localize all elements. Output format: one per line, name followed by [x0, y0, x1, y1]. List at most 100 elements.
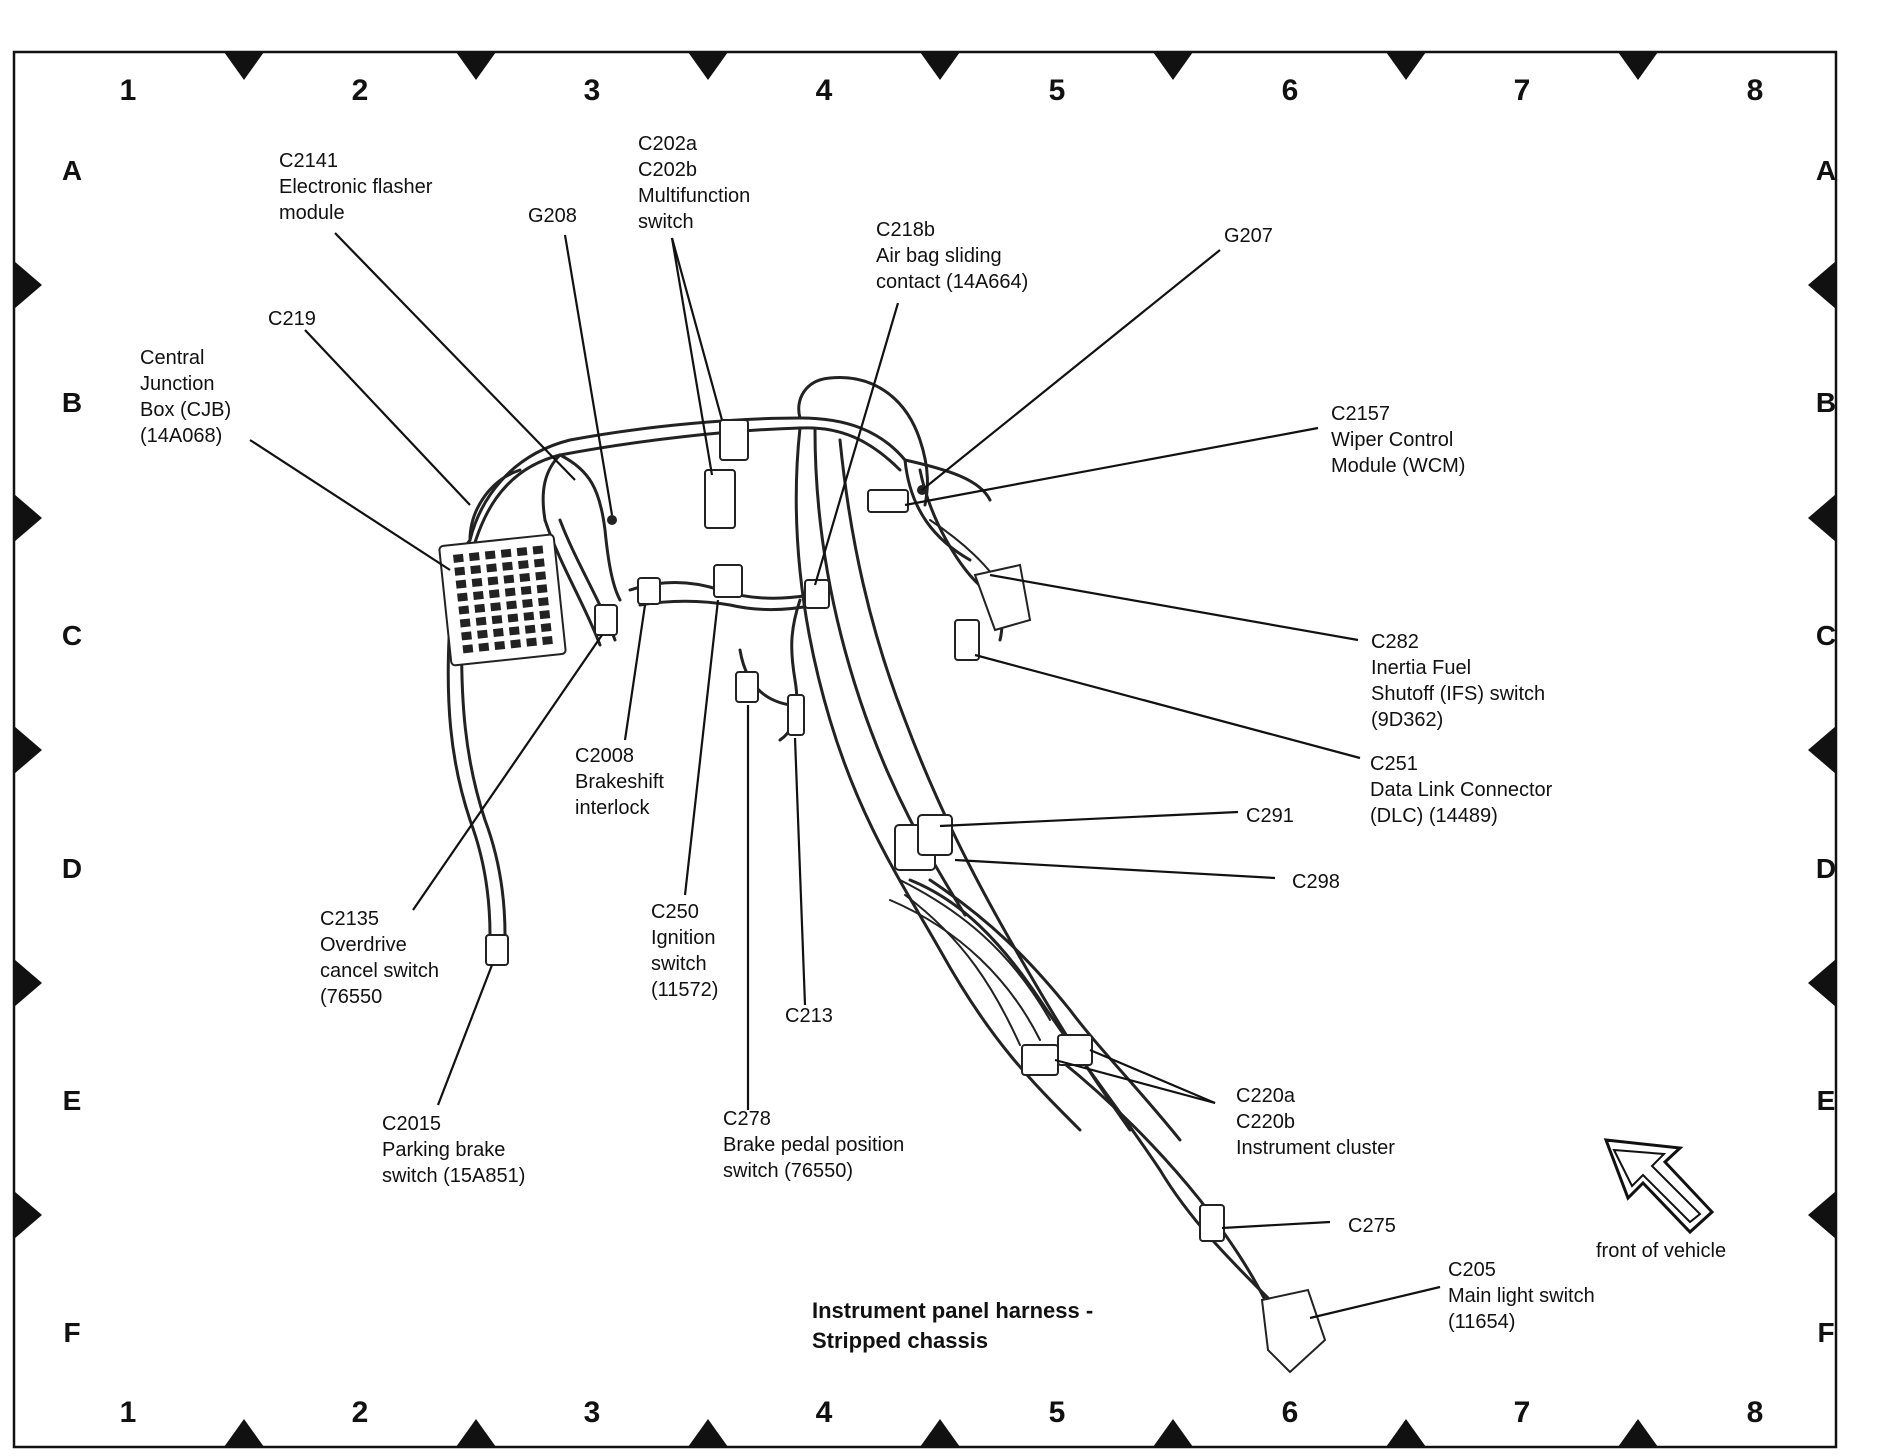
- grid-column-label-top: 5: [1049, 74, 1066, 107]
- label-g207: G207: [1224, 225, 1273, 247]
- wiring-harness: [446, 376, 1272, 1302]
- cjb-fuse: [494, 640, 506, 650]
- grid-column-label-top: 8: [1747, 74, 1764, 107]
- grid-marker-right: [1808, 959, 1836, 1007]
- cjb-fuse: [484, 550, 496, 560]
- cjb-fuse: [524, 624, 536, 634]
- grid-column-label-bottom: 6: [1282, 1396, 1299, 1429]
- label-line: C213: [785, 1005, 833, 1027]
- label-line: (DLC) (14489): [1370, 805, 1498, 827]
- cjb-fuse: [523, 611, 535, 621]
- cjb-fuse: [540, 623, 552, 633]
- label-line: Brake pedal position: [723, 1134, 904, 1156]
- cjb-fuse: [504, 587, 516, 597]
- cjb-fuse: [470, 565, 482, 575]
- cjb-fuse: [508, 626, 520, 636]
- label-line: C291: [1246, 805, 1294, 827]
- ifs-switch-bracket: [973, 563, 1032, 632]
- label-line: C282: [1371, 631, 1419, 653]
- grid-column-label-bottom: 2: [352, 1396, 369, 1429]
- label-line: front of vehicle: [1596, 1240, 1726, 1262]
- c2015-connector: [485, 934, 509, 966]
- grid-marker-top: [1618, 52, 1658, 80]
- label-line: G207: [1224, 225, 1273, 247]
- label-g208: G208: [528, 205, 577, 227]
- cjb-fuse: [475, 616, 487, 626]
- label-line: C275: [1348, 1215, 1396, 1237]
- label-line: Parking brake: [382, 1139, 505, 1161]
- cjb-fuse: [473, 590, 484, 600]
- main-light-switch: [1260, 1288, 1327, 1374]
- grid-marker-bottom: [920, 1419, 960, 1447]
- diagram-title-line1: Instrument panel harness -: [812, 1298, 1093, 1323]
- label-line: Inertia Fuel: [1371, 657, 1471, 679]
- grid-marker-top: [688, 52, 728, 80]
- label-line: switch (76550): [723, 1160, 853, 1182]
- grid-marker-left: [14, 726, 42, 774]
- label-front: front of vehicle: [1596, 1240, 1726, 1262]
- label-c298: C298: [1292, 871, 1340, 893]
- grid-marker-top: [224, 52, 264, 80]
- cjb-fuse: [462, 644, 474, 654]
- cjb-fuse: [539, 610, 551, 620]
- grid-column-label-top: 2: [352, 74, 369, 107]
- cjb-fuse: [459, 618, 471, 628]
- cjb-fuse: [516, 547, 528, 557]
- label-line: C278: [723, 1108, 771, 1130]
- grid-marker-right: [1808, 261, 1836, 309]
- label-line: switch (15A851): [382, 1165, 525, 1187]
- c218b-connector: [804, 579, 830, 609]
- grid-column-label-bottom: 4: [816, 1396, 833, 1429]
- grid-column-label-bottom: 1: [120, 1396, 137, 1429]
- grid-row-label-left: C: [62, 620, 82, 651]
- label-line: C2157: [1331, 403, 1390, 425]
- c298-connector: [917, 814, 953, 856]
- grid-row-label-left: A: [62, 155, 82, 186]
- grid-column-label-top: 7: [1514, 74, 1531, 107]
- label-line: C2135: [320, 908, 379, 930]
- central-junction-box: [438, 533, 567, 667]
- c213-connector: [787, 694, 805, 736]
- label-line: Instrument cluster: [1236, 1137, 1395, 1159]
- label-line: G208: [528, 205, 577, 227]
- cjb-fuse: [536, 584, 548, 594]
- grid-marker-top: [456, 52, 496, 80]
- cjb-fuse: [490, 602, 502, 612]
- cjb-fuse: [520, 585, 532, 595]
- grid-marker-left: [14, 959, 42, 1007]
- cjb-fuse: [478, 642, 490, 652]
- label-line: (14A068): [140, 425, 222, 447]
- cjb-fuse: [458, 605, 470, 615]
- grid-column-label-top: 4: [816, 74, 833, 107]
- label-line: Shutoff (IFS) switch: [1371, 683, 1545, 705]
- label-line: C205: [1448, 1259, 1496, 1281]
- label-line: C298: [1292, 871, 1340, 893]
- label-c219: C219: [268, 308, 316, 330]
- cjb-fuse: [457, 592, 468, 602]
- cjb-fuse: [474, 603, 486, 613]
- grid-marker-bottom: [1618, 1419, 1658, 1447]
- grid-row-label-left: E: [63, 1085, 82, 1116]
- label-line: Ignition: [651, 927, 716, 949]
- label-line: Main light switch: [1448, 1285, 1595, 1307]
- label-line: C251: [1370, 753, 1418, 775]
- label-line: Module (WCM): [1331, 455, 1465, 477]
- grid-row-label-right: A: [1816, 155, 1836, 186]
- label-line: module: [279, 202, 345, 224]
- grid-row-label-left: B: [62, 387, 82, 418]
- cjb-fuse: [491, 615, 503, 625]
- leader-lines: [249, 232, 1441, 1320]
